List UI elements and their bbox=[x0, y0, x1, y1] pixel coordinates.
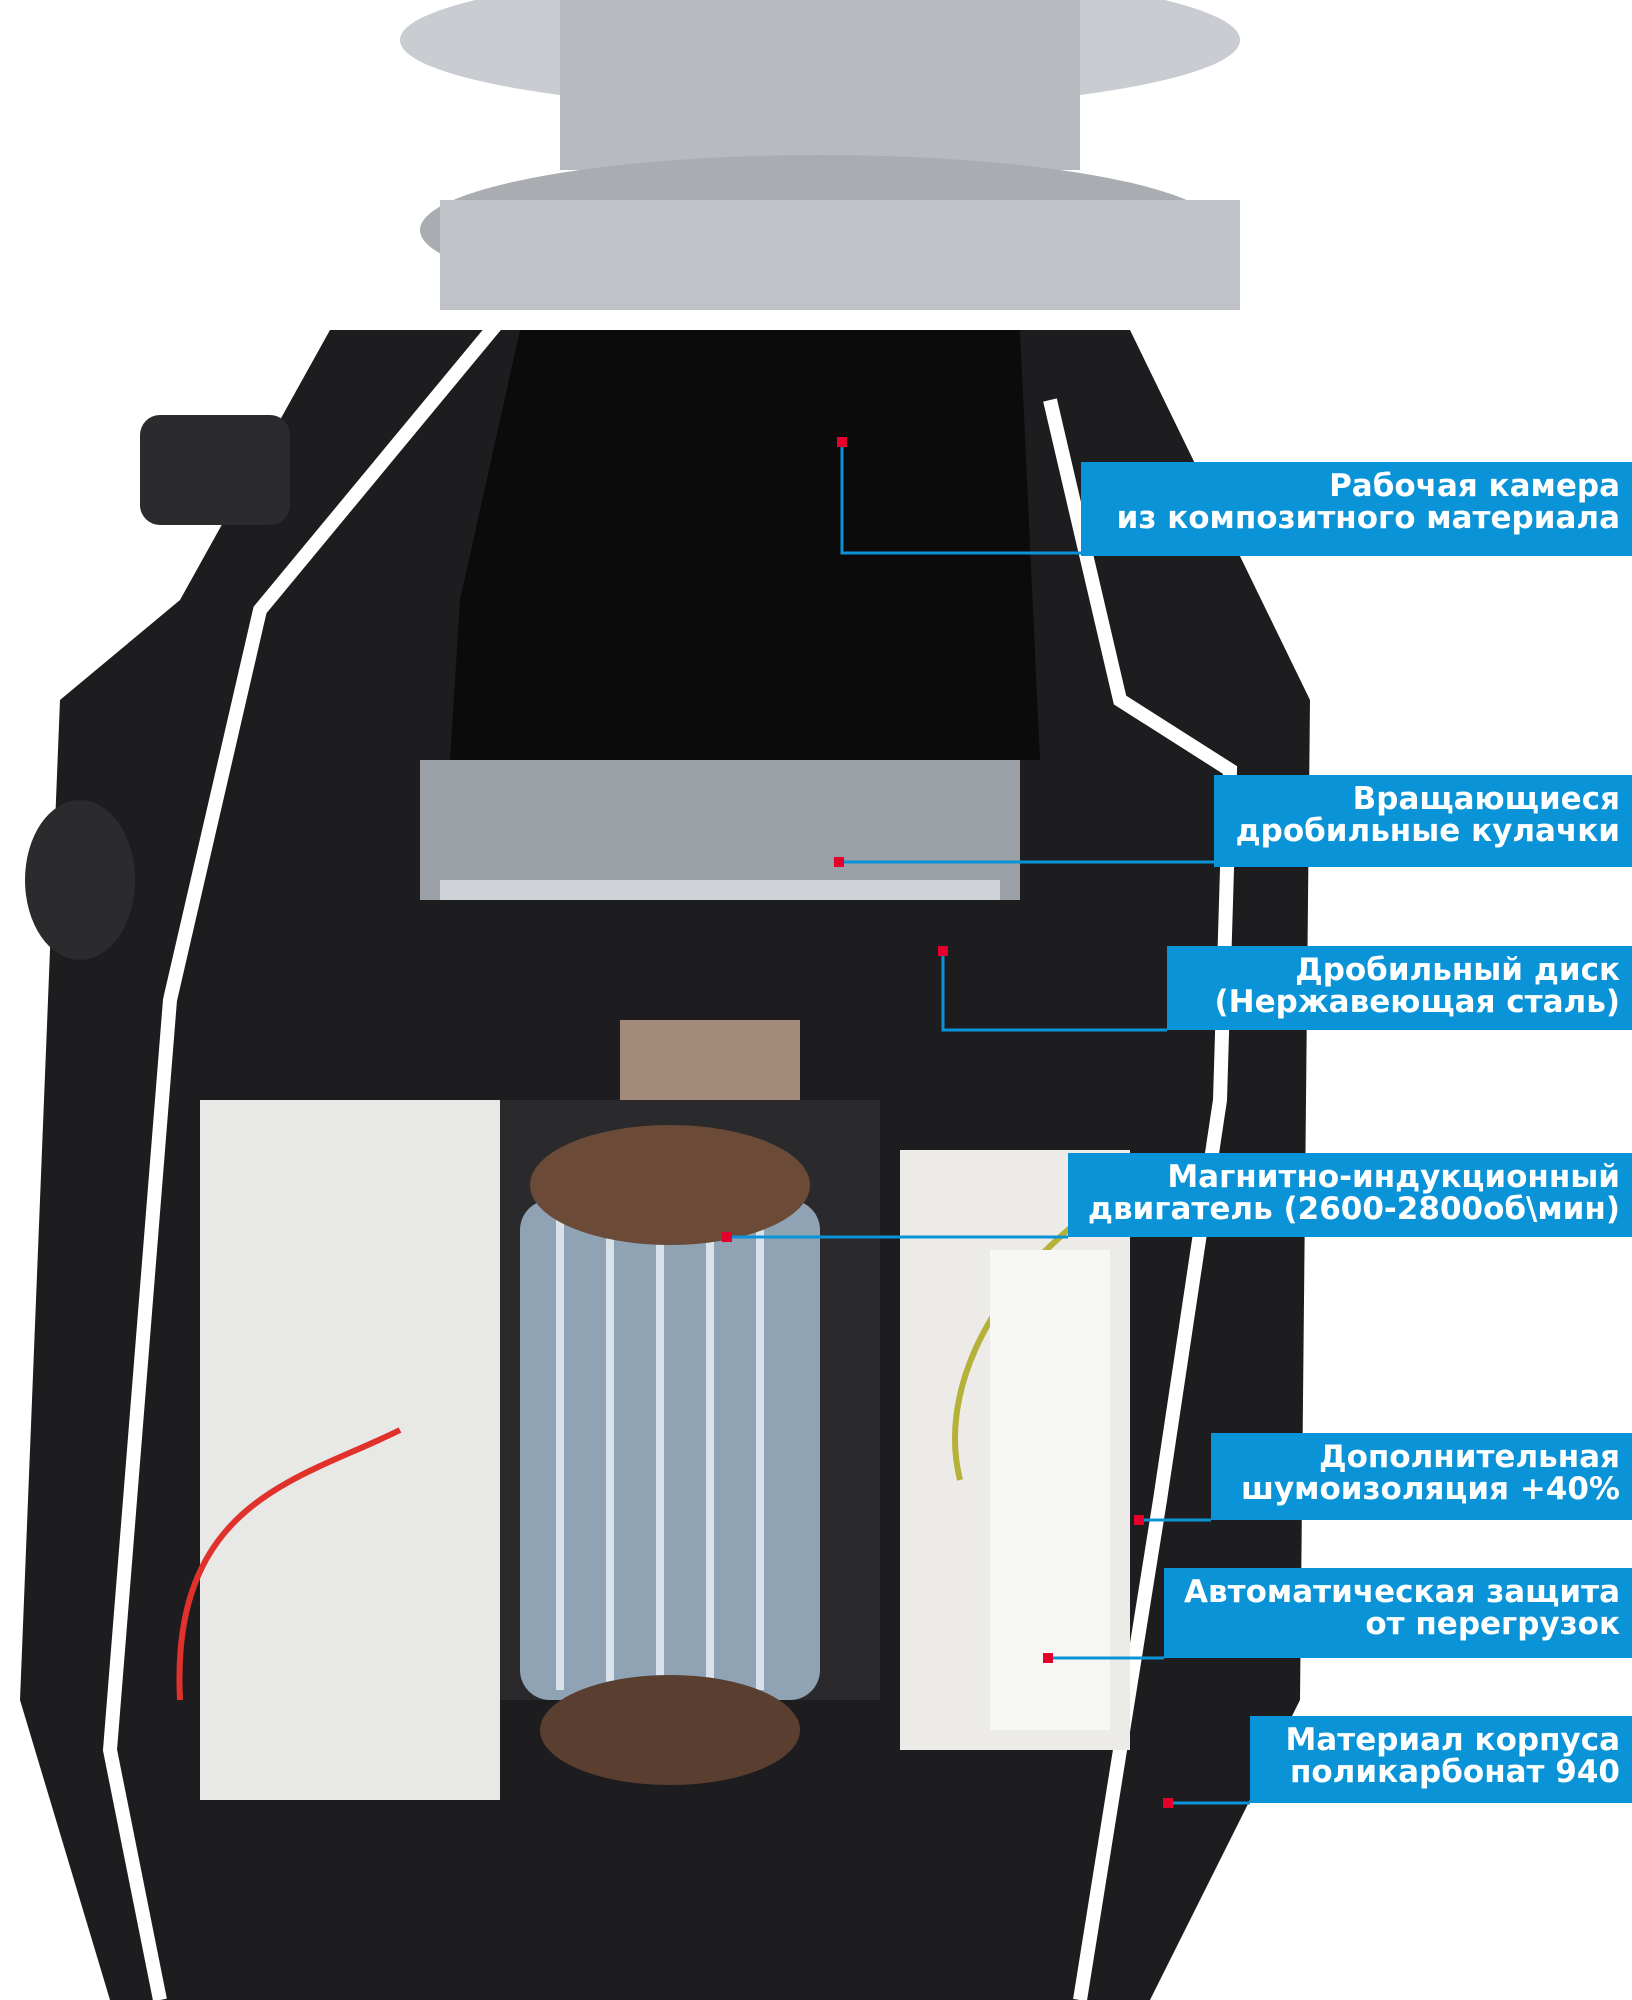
callout-line: от перегрузок bbox=[1365, 1606, 1620, 1642]
callout-noise-insulation: Дополнительная шумоизоляция +40% bbox=[1211, 1433, 1632, 1520]
callout-line: Магнитно-индукционный bbox=[1167, 1159, 1620, 1195]
callout-overload-protection: Автоматическая защита от перегрузок bbox=[1164, 1568, 1632, 1658]
callout-line: Рабочая камера bbox=[1329, 468, 1620, 504]
dishwasher-inlet bbox=[25, 800, 135, 960]
inlet-pipe bbox=[140, 415, 290, 525]
callout-motor: Магнитно-индукционный двигатель (2600-28… bbox=[1068, 1153, 1632, 1237]
callout-line: Дополнительная bbox=[1318, 1439, 1620, 1475]
callout-line: Вращающиеся bbox=[1352, 781, 1620, 817]
callout-housing-material: Материал корпуса поликарбонат 940 bbox=[1250, 1716, 1632, 1803]
leader-lines bbox=[727, 442, 1250, 1805]
callout-grinding-lugs: Вращающиеся дробильные кулачки bbox=[1214, 775, 1632, 867]
motor-rotor bbox=[520, 1200, 820, 1700]
callout-grinding-chamber: Рабочая камера из композитного материала bbox=[1081, 462, 1632, 556]
callout-line: (Нержавеющая сталь) bbox=[1214, 984, 1621, 1020]
motor-shaft bbox=[620, 1020, 800, 1100]
callout-line: шумоизоляция +40% bbox=[1241, 1471, 1620, 1507]
grinding-chamber bbox=[450, 330, 1040, 760]
callout-line: Автоматическая защита bbox=[1184, 1574, 1620, 1610]
grinding-plate bbox=[420, 760, 1020, 900]
callout-line: из композитного материала bbox=[1116, 500, 1620, 536]
callout-line: двигатель (2600-2800об\мин) bbox=[1087, 1191, 1620, 1227]
callout-grinding-disc: Дробильный диск (Нержавеющая сталь) bbox=[1167, 946, 1632, 1030]
overload-protector bbox=[990, 1250, 1110, 1730]
marker-dots bbox=[722, 437, 1173, 1808]
callout-line: поликарбонат 940 bbox=[1289, 1754, 1620, 1790]
callout-line: Дробильный диск bbox=[1295, 952, 1620, 988]
callout-line: дробильные кулачки bbox=[1235, 813, 1620, 849]
callout-line: Материал корпуса bbox=[1285, 1722, 1620, 1758]
